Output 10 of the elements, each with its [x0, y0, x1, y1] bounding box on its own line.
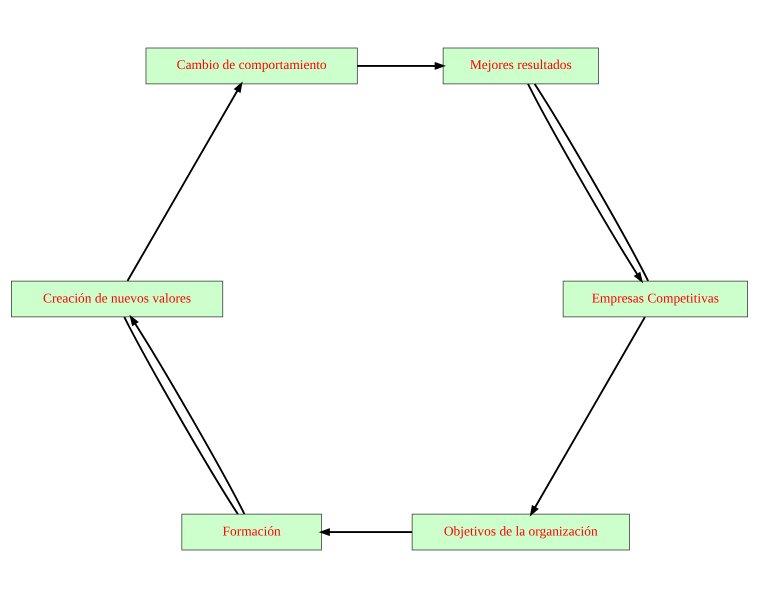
- node-box: Objetivos de la organización: [412, 514, 630, 550]
- node-box: Mejores resultados: [442, 48, 599, 84]
- node-box: Cambio de comportamiento: [146, 48, 358, 84]
- node-box: Creación de nuevos valores: [11, 280, 224, 318]
- node-box: Formación: [181, 514, 322, 550]
- arrow: [357, 62, 446, 70]
- node-box: Empresas Competitivas: [562, 280, 748, 318]
- arrow: [318, 528, 412, 536]
- arrow: [126, 81, 243, 282]
- arrow: [530, 316, 646, 517]
